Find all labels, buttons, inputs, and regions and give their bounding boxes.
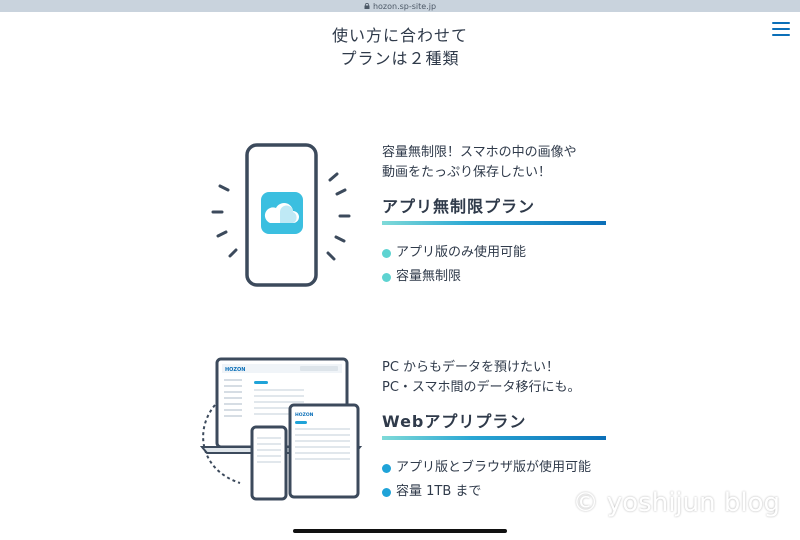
url-bar[interactable]: hozon.sp-site.jp	[0, 0, 800, 12]
section-title: 使い方に合わせて プランは２種類	[0, 24, 800, 70]
plan-app-unlimited: 容量無制限！スマホの中の画像や 動画をたっぷり保存したい！ アプリ無制限プラン …	[382, 143, 642, 289]
plan-feature-text: アプリ版とブラウザ版が使用可能	[396, 460, 592, 475]
plan-feature-list: アプリ版のみ使用可能 容量無制限	[382, 241, 642, 289]
plan-feature-item: 容量 1TB まで	[382, 480, 642, 504]
plan-feature-list: アプリ版とブラウザ版が使用可能 容量 1TB まで	[382, 456, 642, 504]
plan-feature-item: 容量無制限	[382, 265, 642, 289]
plan-description: 容量無制限！スマホの中の画像や 動画をたっぷり保存したい！	[382, 143, 642, 183]
plan-description-line1: 容量無制限！スマホの中の画像や	[382, 145, 577, 160]
plan-feature-item: アプリ版のみ使用可能	[382, 241, 642, 265]
hozon-logo-tablet: HOZON	[295, 412, 314, 418]
watermark: © yoshijun blog	[572, 488, 780, 518]
lock-icon	[364, 3, 370, 9]
section-title-line1: 使い方に合わせて	[331, 26, 468, 45]
plan-name: Webアプリプラン	[382, 412, 527, 431]
url-text: hozon.sp-site.jp	[372, 1, 437, 11]
plan-feature-text: 容量 1TB まで	[396, 484, 482, 499]
bullet-dot-icon	[382, 248, 391, 258]
plan-description-line1: PC からもデータを預けたい！	[382, 360, 560, 375]
plan-name-underline	[382, 221, 606, 225]
plan-feature-item: アプリ版とブラウザ版が使用可能	[382, 456, 642, 480]
hamburger-menu-icon[interactable]	[772, 22, 790, 38]
devices-illustration: HOZON HOZON	[200, 357, 363, 501]
plan-description: PC からもデータを預けたい！ PC・スマホ間のデータ移行にも。	[382, 358, 642, 398]
hozon-logo-laptop: HOZON	[225, 367, 246, 373]
bullet-dot-icon	[382, 272, 391, 282]
plan-web-app: PC からもデータを預けたい！ PC・スマホ間のデータ移行にも。 Webアプリプ…	[382, 358, 642, 504]
plan-name: アプリ無制限プラン	[382, 197, 536, 216]
phone-illustration	[211, 143, 351, 287]
url-display[interactable]: hozon.sp-site.jp	[364, 2, 436, 11]
section-title-line2: プランは２種類	[340, 49, 460, 68]
plan-description-line2: PC・スマホ間のデータ移行にも。	[382, 380, 581, 395]
plan-feature-text: アプリ版のみ使用可能	[396, 245, 527, 260]
plan-name-underline	[382, 436, 606, 440]
plan-feature-text: 容量無制限	[396, 269, 462, 284]
plan-description-line2: 動画をたっぷり保存したい！	[382, 165, 552, 180]
bullet-dot-icon	[382, 487, 391, 497]
home-indicator[interactable]	[293, 529, 507, 533]
bullet-dot-icon	[382, 463, 391, 473]
